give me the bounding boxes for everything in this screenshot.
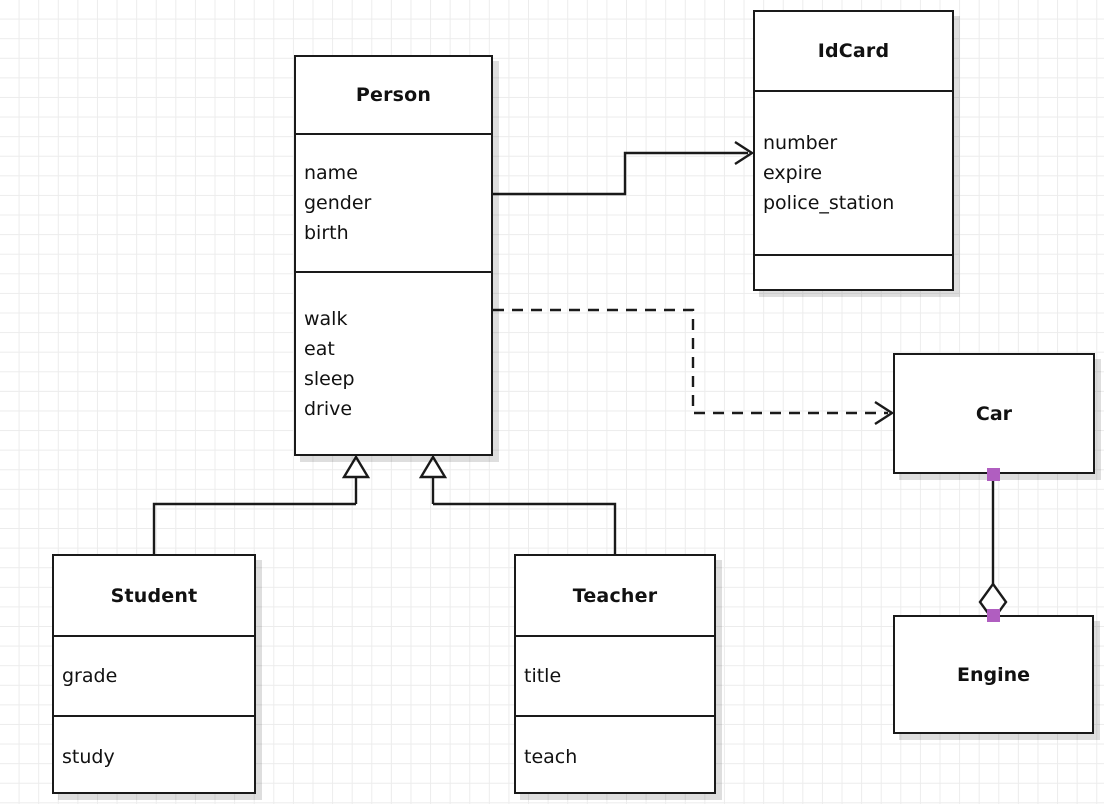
- idcard-title-compartment: IdCard: [755, 12, 952, 90]
- edge-handle-engine-end[interactable]: [987, 609, 1000, 622]
- person-attribute: name: [304, 162, 358, 184]
- class-node-person[interactable]: Person name gender birth walk eat sleep …: [294, 55, 493, 456]
- person-methods-compartment: walk eat sleep drive: [296, 271, 491, 454]
- class-node-engine[interactable]: Engine: [893, 615, 1094, 734]
- class-node-student[interactable]: Student grade study: [52, 554, 256, 794]
- student-method: study: [62, 745, 115, 768]
- person-title-compartment: Person: [296, 57, 491, 133]
- person-method: walk: [304, 307, 348, 330]
- person-method: drive: [304, 397, 353, 420]
- student-title-compartment: Student: [54, 556, 254, 635]
- edge-teacher-person[interactable]: [418, 454, 617, 554]
- idcard-attribute: number: [763, 132, 838, 154]
- teacher-method: teach: [524, 745, 578, 768]
- idcard-attribute: police_station: [763, 192, 895, 214]
- class-node-idcard[interactable]: IdCard number expire police_station: [753, 10, 954, 291]
- edge-student-person[interactable]: [152, 454, 371, 554]
- edge-person-car[interactable]: [493, 308, 895, 426]
- person-method: sleep: [304, 367, 355, 390]
- teacher-class-name: Teacher: [572, 584, 658, 607]
- idcard-attribute: expire: [763, 162, 823, 184]
- student-class-name: Student: [110, 584, 198, 607]
- person-attributes-compartment: name gender birth: [296, 133, 491, 271]
- teacher-title-compartment: Teacher: [516, 556, 714, 635]
- edge-person-idcard[interactable]: [493, 140, 755, 196]
- idcard-methods-compartment: [755, 254, 952, 293]
- person-attribute: birth: [304, 222, 349, 244]
- student-attributes-compartment: grade: [54, 635, 254, 715]
- person-class-name: Person: [355, 84, 432, 106]
- edge-handle-car-end[interactable]: [987, 468, 1000, 481]
- class-node-car[interactable]: Car: [893, 353, 1095, 474]
- student-attribute: grade: [62, 665, 118, 687]
- idcard-class-name: IdCard: [817, 40, 890, 62]
- engine-class-name: Engine: [956, 663, 1031, 686]
- idcard-attributes-compartment: number expire police_station: [755, 90, 952, 254]
- person-attribute: gender: [304, 192, 372, 214]
- edge-car-engine[interactable]: [978, 474, 1008, 623]
- class-node-teacher[interactable]: Teacher title teach: [514, 554, 716, 794]
- person-method: eat: [304, 337, 335, 360]
- teacher-attributes-compartment: title: [516, 635, 714, 715]
- student-methods-compartment: study: [54, 715, 254, 796]
- teacher-attribute: title: [524, 665, 562, 687]
- teacher-methods-compartment: teach: [516, 715, 714, 796]
- car-class-name: Car: [975, 402, 1013, 425]
